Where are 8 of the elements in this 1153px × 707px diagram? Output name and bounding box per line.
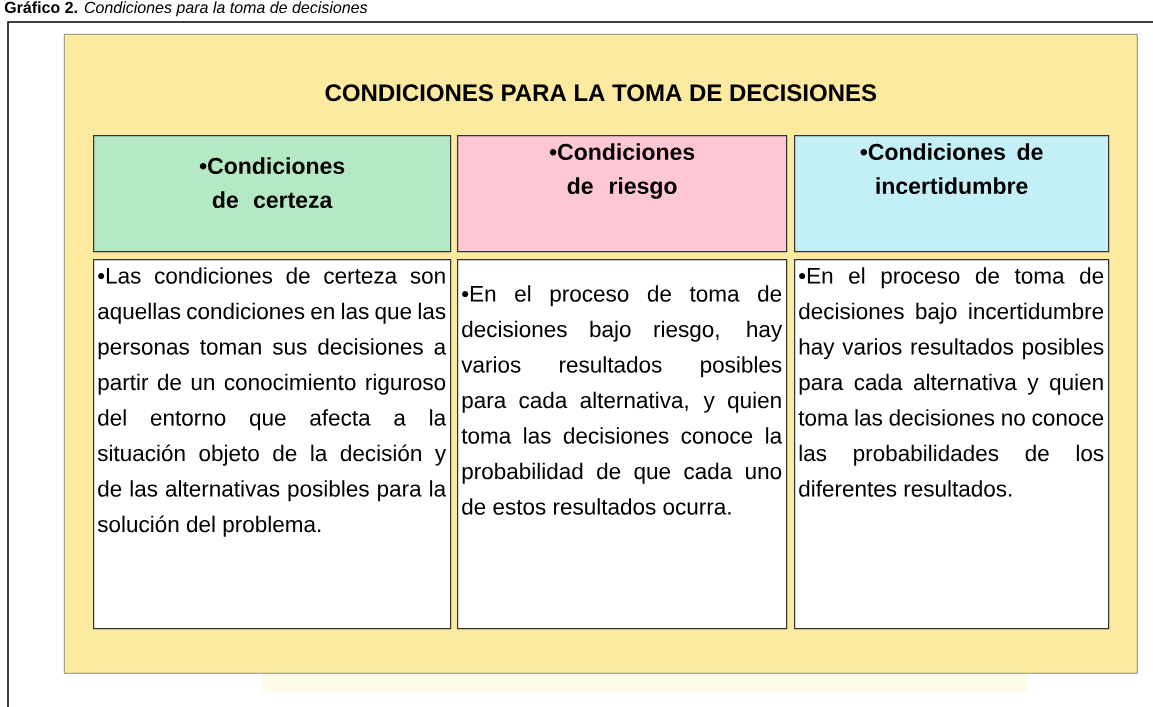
header-box: •Condiciones de certeza bbox=[93, 135, 452, 253]
text-box: •En el proceso de toma de decisiones bajo riesgo, hay varios resultados posibles para cada alternativa, y quien toma las decisiones conoce la probabilidad de que cada uno de estos resultados ocurra. bbox=[457, 259, 788, 630]
heading: CONDICIONES PARA LA TOMA DE DECISIONES bbox=[325, 84, 877, 102]
text-box: •En el proceso de toma de decisiones bajo incertidumbre hay varios resultados posibles para cada alternativa y quien toma las decisiones no conoce las probabilidades de los diferentes resultados. bbox=[794, 259, 1110, 630]
header-box: •Condiciones de riesgo bbox=[457, 135, 788, 253]
header-box: •Condiciones de incertidumbre bbox=[794, 135, 1110, 253]
text-box: •Las condiciones de certeza son aquellas condiciones en las que las personas toman sus decisiones a partir de un conocimiento riguroso del entorno que afecta a la situación objeto de la decisión y de las alternativas posibles para la solución del problema. bbox=[93, 259, 452, 630]
caption: Gráfico 2. Condiciones para la toma de decisiones bbox=[4, 1, 368, 17]
